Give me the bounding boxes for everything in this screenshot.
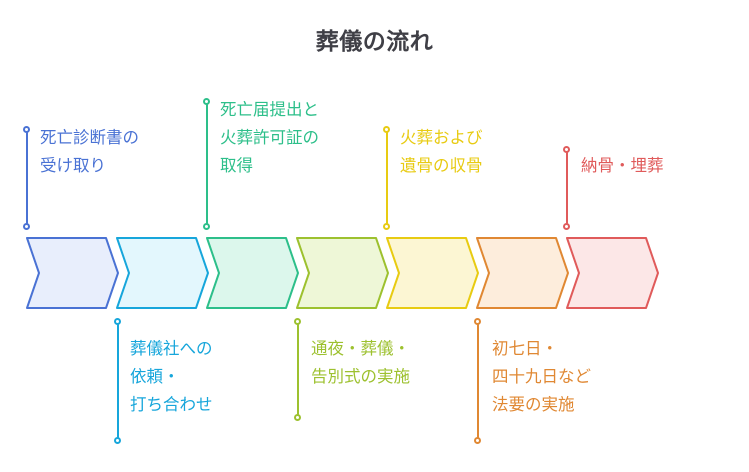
connector-line-step-1 — [25, 129, 28, 227]
step-label-4: 通夜・葬儀・ 告別式の実施 — [311, 340, 410, 386]
chevron-step-4[interactable] — [296, 237, 389, 309]
connector-dot-top-step-1 — [23, 126, 30, 133]
connector-dot-top-step-6 — [474, 318, 481, 325]
connector-line-step-2 — [116, 321, 119, 441]
connector-line-step-4 — [296, 321, 299, 418]
connector-line-step-5 — [385, 129, 388, 227]
connector-dot-top-step-4 — [294, 318, 301, 325]
step-label-7: 納骨・埋葬 — [581, 157, 664, 175]
connector-step-2 — [114, 318, 121, 444]
connector-dot-bottom-step-2 — [114, 437, 121, 444]
connector-dot-top-step-2 — [114, 318, 121, 325]
chevron-step-1[interactable] — [26, 237, 119, 309]
connector-dot-bottom-step-5 — [383, 223, 390, 230]
chevron-step-5[interactable] — [386, 237, 479, 309]
connector-step-3 — [203, 98, 210, 230]
chevron-step-6[interactable] — [476, 237, 569, 309]
connector-dot-top-step-7 — [563, 146, 570, 153]
connector-line-step-6 — [476, 321, 479, 441]
connector-step-5 — [383, 126, 390, 230]
step-label-5: 火葬および 遺骨の収骨 — [400, 129, 483, 175]
step-label-3: 死亡届提出と 火葬許可証の 取得 — [220, 101, 319, 175]
chevron-step-2[interactable] — [116, 237, 209, 309]
page-title: 葬儀の流れ — [315, 28, 434, 54]
connector-dot-bottom-step-4 — [294, 414, 301, 421]
connector-line-step-7 — [565, 149, 568, 227]
chevron-step-7[interactable] — [566, 237, 659, 309]
connector-dot-top-step-3 — [203, 98, 210, 105]
connector-line-step-3 — [205, 101, 208, 227]
connector-dot-bottom-step-3 — [203, 223, 210, 230]
connector-step-4 — [294, 318, 301, 421]
connector-step-6 — [474, 318, 481, 444]
step-label-2: 葬儀社への 依頼・ 打ち合わせ — [130, 340, 213, 414]
connector-step-1 — [23, 126, 30, 230]
connector-dot-bottom-step-1 — [23, 223, 30, 230]
step-label-1: 死亡診断書の 受け取り — [40, 129, 139, 175]
connector-dot-bottom-step-7 — [563, 223, 570, 230]
connector-dot-top-step-5 — [383, 126, 390, 133]
step-label-6: 初七日・ 四十九日など 法要の実施 — [492, 340, 591, 414]
connector-dot-bottom-step-6 — [474, 437, 481, 444]
chevron-step-3[interactable] — [206, 237, 299, 309]
connector-step-7 — [563, 146, 570, 230]
